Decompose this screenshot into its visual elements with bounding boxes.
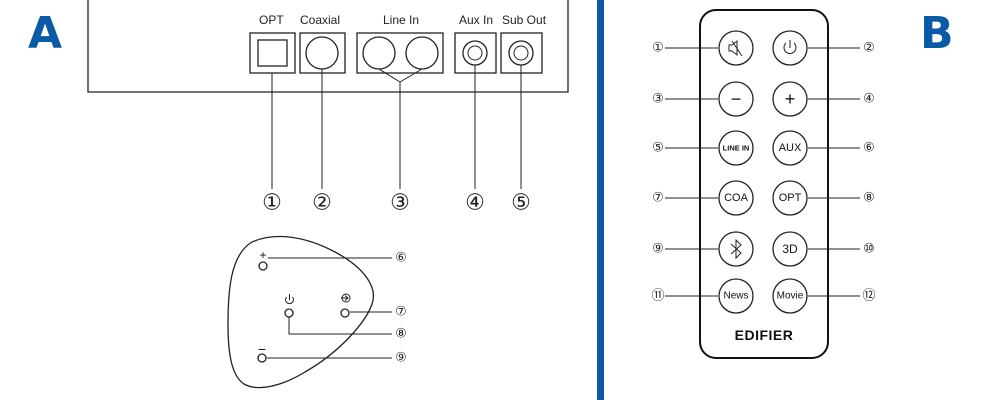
- rear-callout-5: ⑤: [511, 191, 531, 216]
- rear-callout-1: ①: [262, 191, 282, 216]
- rear-callout-3: ③: [390, 191, 410, 216]
- optical-button[interactable]: OPT: [772, 180, 808, 216]
- port-label-coaxial: Coaxial: [300, 13, 340, 27]
- panel-letter-b: B: [920, 8, 954, 59]
- volume-down-button[interactable]: −: [718, 81, 754, 117]
- remote-callout-1: ①: [652, 41, 664, 56]
- top-callout-9: ⑨: [395, 351, 407, 366]
- power-button-led: [284, 308, 294, 318]
- leader-line-8: [288, 317, 392, 335]
- power-icon: [783, 40, 797, 54]
- remote-callout-2: ②: [863, 41, 875, 56]
- port-line-in: [356, 32, 444, 74]
- port-coaxial: [299, 32, 346, 74]
- movie-label: Movie: [777, 291, 804, 302]
- minus-symbol: −: [258, 341, 266, 357]
- remote-callout-3: ③: [652, 92, 664, 107]
- minus-button-led: [257, 353, 267, 363]
- brand-logo: EDIFIER: [735, 327, 794, 343]
- top-panel-outline: [227, 235, 374, 389]
- remote-callout-5: ⑤: [652, 141, 664, 156]
- rear-callout-4: ④: [465, 191, 485, 216]
- input-button-led: [340, 308, 350, 318]
- remote-control: ① ② ③ ④ − +: [651, 9, 876, 359]
- remote-callout-11: ⑪: [651, 289, 664, 304]
- port-opt: [249, 32, 296, 74]
- coaxial-button[interactable]: COA: [718, 180, 754, 216]
- movie-button[interactable]: Movie: [772, 278, 808, 314]
- port-label-opt: OPT: [259, 13, 284, 27]
- volume-up-label: +: [785, 89, 796, 109]
- top-callout-8: ⑧: [395, 327, 407, 342]
- aux-button[interactable]: AUX: [772, 130, 808, 166]
- remote-callout-12: ⑫: [862, 289, 875, 304]
- remote-callout-10: ⑩: [863, 242, 875, 257]
- remote-callout-4: ④: [863, 92, 875, 107]
- news-label: News: [723, 291, 748, 302]
- mute-button[interactable]: [718, 30, 754, 66]
- rear-panel: OPT Coaxial Line In Aux In Sub Out: [87, 0, 569, 216]
- line-in-label: LINE IN: [723, 144, 750, 153]
- port-label-sub-out: Sub Out: [502, 13, 547, 27]
- volume-up-button[interactable]: +: [772, 81, 808, 117]
- rear-panel-outline: [87, 0, 569, 93]
- remote-callout-9: ⑨: [652, 242, 664, 257]
- remote-body: [699, 9, 829, 359]
- leader-line-3a: [378, 68, 401, 83]
- bluetooth-icon: [730, 238, 742, 260]
- 3d-label: 3D: [782, 242, 798, 256]
- bluetooth-button[interactable]: [718, 231, 754, 267]
- plus-button-led: [258, 261, 268, 271]
- panel-letter-a: A: [28, 8, 62, 59]
- top-control-panel: + ⑥ ⑧ ⑦ − ⑨: [227, 235, 407, 389]
- mute-icon: [728, 39, 743, 57]
- remote-callout-7: ⑦: [652, 191, 664, 206]
- news-button[interactable]: News: [718, 278, 754, 314]
- port-label-line-in: Line In: [383, 13, 419, 27]
- rear-callout-2: ②: [312, 191, 332, 216]
- volume-down-label: −: [731, 89, 742, 109]
- power-icon: [285, 294, 294, 305]
- input-icon: [341, 293, 351, 303]
- top-callout-7: ⑦: [395, 305, 407, 320]
- port-label-aux-in: Aux In: [459, 13, 493, 27]
- line-in-button[interactable]: LINE IN: [718, 130, 754, 166]
- top-callout-6: ⑥: [395, 251, 407, 266]
- optical-label: OPT: [779, 192, 802, 204]
- 3d-button[interactable]: 3D: [772, 231, 808, 267]
- aux-label: AUX: [779, 142, 802, 154]
- remote-callout-8: ⑧: [863, 191, 875, 206]
- power-button[interactable]: [772, 30, 808, 66]
- leader-line-3b: [399, 68, 423, 83]
- coaxial-label: COA: [724, 192, 749, 204]
- panel-divider: [597, 0, 604, 400]
- plus-symbol: +: [259, 248, 266, 262]
- remote-callout-6: ⑥: [863, 141, 875, 156]
